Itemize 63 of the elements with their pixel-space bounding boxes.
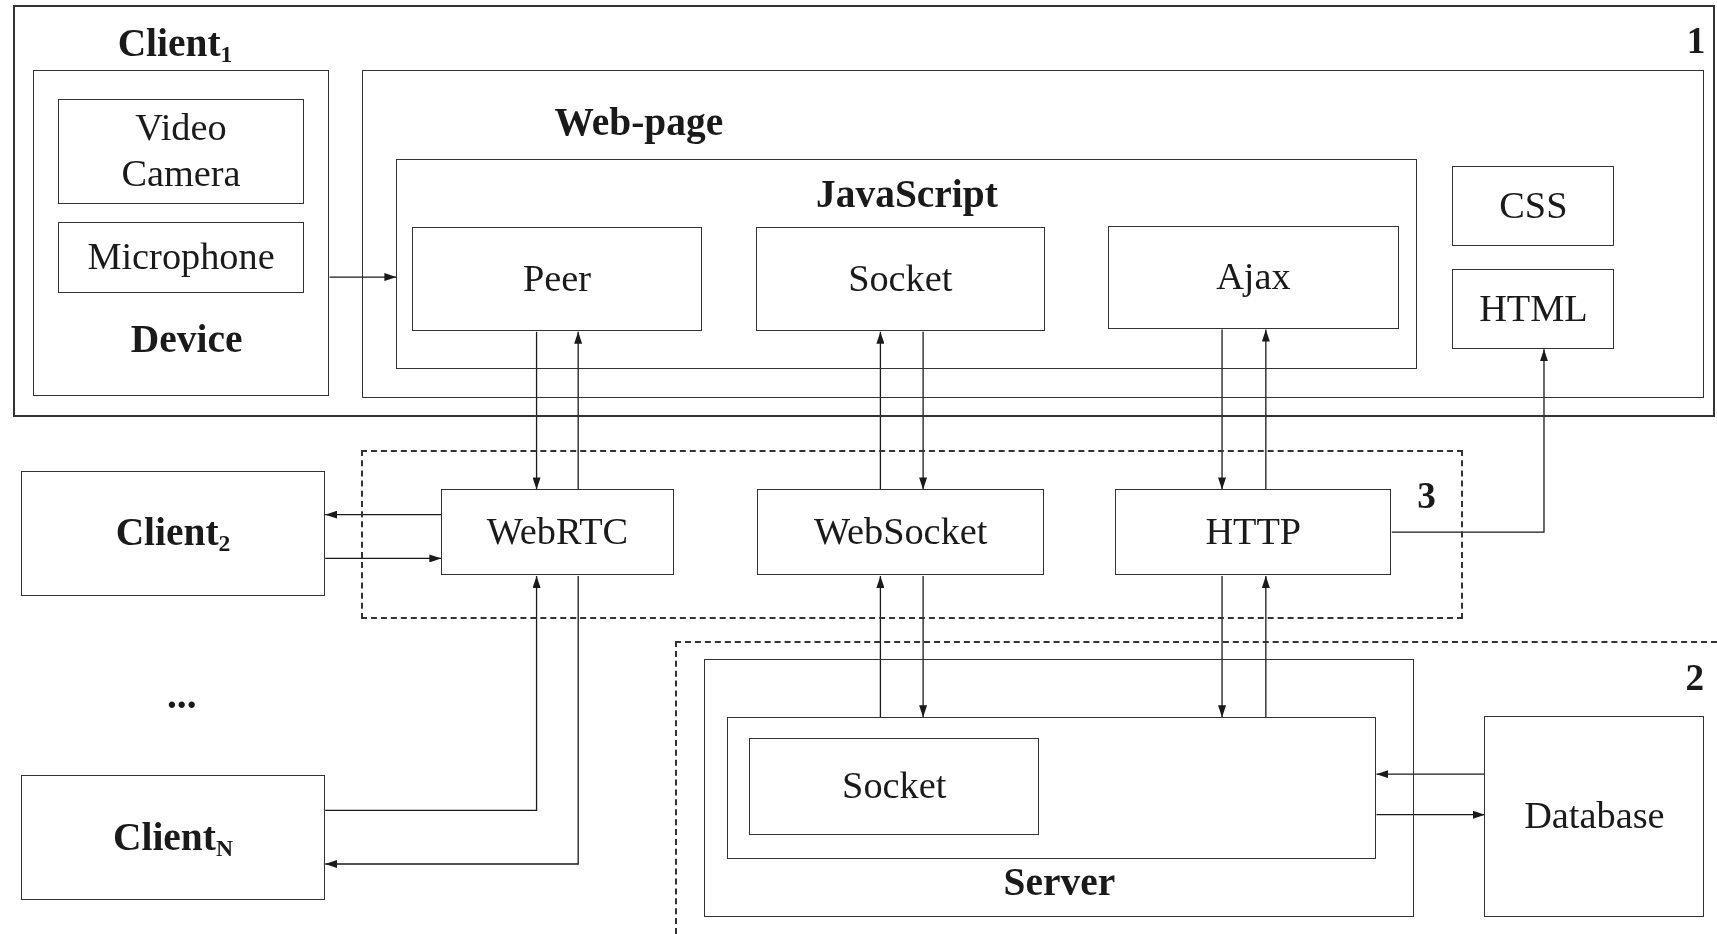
node-label: Web-page <box>554 99 724 147</box>
arrow <box>1375 810 1486 819</box>
arrow <box>919 331 928 491</box>
device-box <box>33 69 330 396</box>
component-box <box>58 221 304 293</box>
ellipsis-label: ... <box>167 672 197 720</box>
database-box <box>1484 715 1705 918</box>
resource-box <box>1452 165 1615 246</box>
client-frame <box>13 5 1715 418</box>
node-label: Server <box>1003 859 1116 907</box>
node-label: Video Camera <box>120 105 242 197</box>
node-label: Client$_{1}$ <box>117 19 233 68</box>
arrow <box>1375 770 1486 779</box>
arrow <box>876 331 885 491</box>
resource-box <box>1452 268 1615 349</box>
node-label: Socket <box>842 763 947 809</box>
node-label: 1 <box>1686 19 1706 64</box>
arrow <box>1218 575 1227 718</box>
protocol-box <box>757 488 1045 576</box>
arrow <box>532 331 541 491</box>
module-box <box>749 738 1040 835</box>
client-box <box>20 775 326 901</box>
node-label: Client$_{N}$ <box>113 813 233 862</box>
node-label: WebSocket <box>813 509 988 555</box>
runtime-box <box>727 716 1376 859</box>
arrow <box>1218 328 1227 491</box>
arrow <box>324 575 579 868</box>
arrow <box>1261 575 1270 718</box>
node-label: HTTP <box>1205 509 1302 555</box>
arrow <box>1391 348 1548 533</box>
node-label: Socket <box>848 255 953 301</box>
server-region <box>674 640 1717 934</box>
node-label: Client$_{2}$ <box>115 509 231 558</box>
protocol-region <box>361 450 1463 619</box>
module-box <box>755 226 1045 331</box>
module-box <box>411 226 703 331</box>
node-label: 2 <box>1685 655 1705 700</box>
node-label: JavaScript <box>816 171 998 219</box>
arrow <box>324 554 442 563</box>
node-label: Peer <box>522 255 591 301</box>
web-page-box <box>361 69 1705 399</box>
arrow <box>324 575 541 811</box>
client-box <box>20 470 326 596</box>
node-label: Ajax <box>1216 254 1291 300</box>
node-label: CSS <box>1499 182 1568 228</box>
arrow <box>876 575 885 718</box>
component-box <box>58 98 304 205</box>
node-label: Device <box>130 316 243 364</box>
node-label: Database <box>1524 793 1665 839</box>
node-label: 3 <box>1417 473 1436 518</box>
arrow <box>324 510 442 519</box>
node-label: HTML <box>1479 285 1588 331</box>
protocol-box <box>440 488 674 576</box>
module-box <box>1108 225 1399 329</box>
node-label: Microphone <box>87 234 275 280</box>
arrow <box>574 331 583 491</box>
arrow <box>328 273 398 282</box>
script-box <box>395 159 1418 370</box>
arrow <box>919 575 928 718</box>
protocol-box <box>1115 488 1392 576</box>
server-box <box>703 658 1415 918</box>
node-label: WebRTC <box>486 509 629 555</box>
arrow <box>1261 328 1270 491</box>
